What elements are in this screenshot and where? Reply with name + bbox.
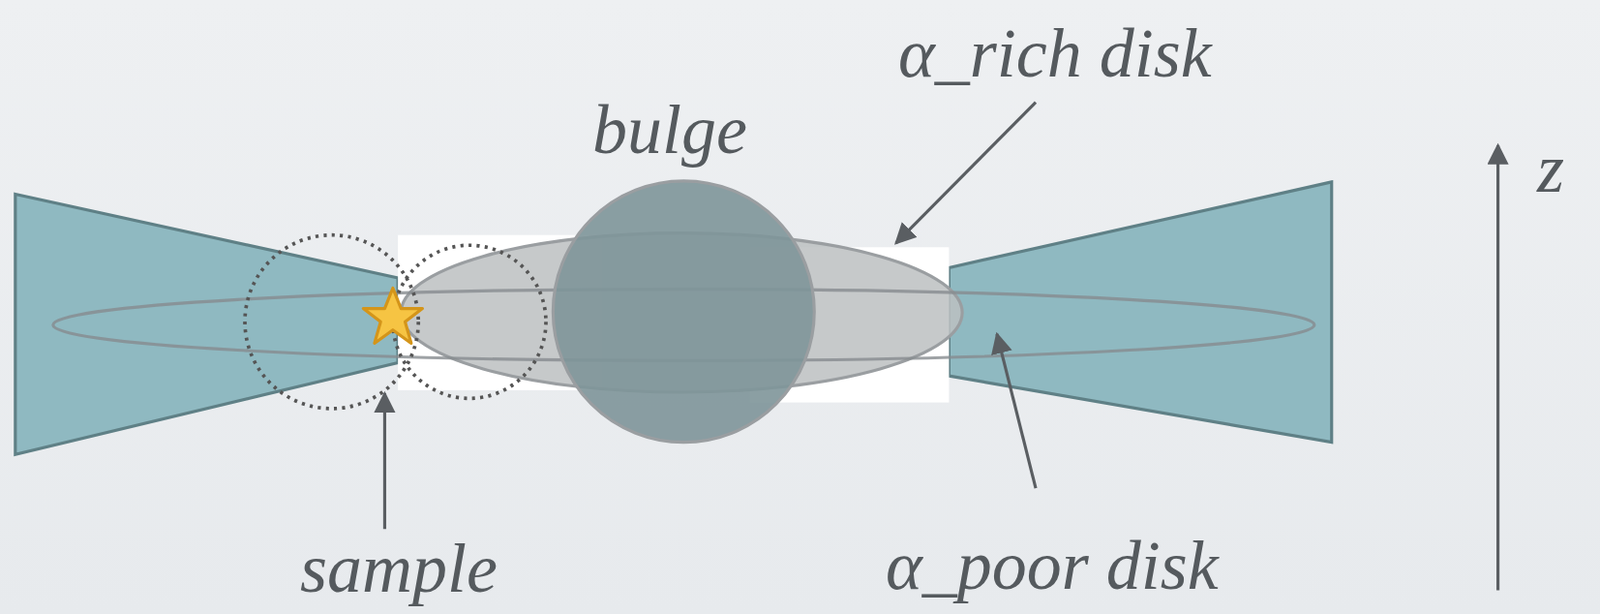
component-label: α_rich disk xyxy=(898,18,1212,89)
component-label: bulge xyxy=(592,94,748,165)
axis-label: z xyxy=(1537,133,1565,204)
component-label: α_poor disk xyxy=(885,530,1219,601)
sample-label: sample xyxy=(300,533,498,604)
